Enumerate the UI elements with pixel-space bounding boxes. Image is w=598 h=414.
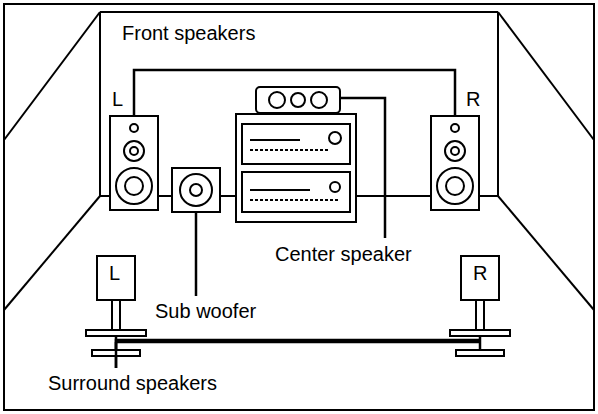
- tweeter: [451, 124, 459, 132]
- knob: [329, 132, 341, 144]
- subwoofer: [172, 168, 220, 212]
- stand-top: [86, 330, 146, 336]
- wall-edge: [497, 12, 499, 196]
- cabinet: [97, 256, 135, 300]
- midrange: [124, 141, 144, 161]
- wall-edge: [4, 196, 100, 310]
- heading-label: Front speakers: [122, 22, 255, 44]
- driver: [180, 174, 212, 206]
- surround-wire-over: [116, 336, 480, 368]
- stand-post: [112, 300, 120, 330]
- front-speaker-right: [431, 116, 479, 210]
- wall-edge: [99, 12, 101, 196]
- woofer: [116, 168, 152, 204]
- wire: [116, 341, 480, 344]
- display: [250, 189, 310, 191]
- cabinet: [461, 256, 499, 300]
- room-walls: [4, 4, 594, 410]
- driver: [291, 93, 305, 107]
- channel-letter: L: [109, 262, 120, 284]
- av-rack: [236, 114, 356, 222]
- driver: [269, 92, 285, 108]
- stand-post: [476, 300, 484, 330]
- cone: [451, 147, 459, 155]
- cabinet: [256, 87, 340, 113]
- cone: [446, 177, 464, 195]
- player: [242, 172, 350, 212]
- wire: [479, 336, 482, 350]
- front-wire: [134, 70, 455, 116]
- driver: [311, 92, 327, 108]
- front-speaker-left: [110, 116, 158, 210]
- rack: [236, 114, 356, 222]
- midrange: [445, 141, 465, 161]
- cone: [130, 147, 138, 155]
- wires: [116, 70, 480, 368]
- display: [250, 139, 300, 141]
- cabinet: [172, 168, 220, 212]
- surround-wire: [116, 340, 480, 368]
- wall-edge: [4, 12, 100, 140]
- knob: [330, 182, 340, 192]
- center-speaker: [256, 87, 340, 113]
- buttons: [250, 149, 330, 151]
- cone: [190, 184, 202, 196]
- part-label: Center speaker: [275, 243, 412, 265]
- wall-edge: [100, 11, 498, 13]
- wire: [115, 336, 118, 350]
- cabinet: [110, 116, 158, 210]
- receiver: [242, 124, 350, 164]
- channel-letter: L: [112, 88, 123, 110]
- part-label: Sub woofer: [155, 300, 256, 322]
- stand-top: [450, 330, 510, 336]
- stand-base: [456, 350, 504, 356]
- frame: [4, 4, 594, 410]
- wall-edge: [498, 196, 594, 310]
- buttons: [250, 199, 340, 201]
- cone: [125, 177, 143, 195]
- tweeter: [130, 124, 138, 132]
- cabinet: [431, 116, 479, 210]
- channel-letter: R: [473, 262, 487, 284]
- wall-edge: [498, 12, 594, 140]
- part-label: Surround speakers: [48, 372, 217, 394]
- channel-letter: R: [466, 88, 480, 110]
- woofer: [437, 168, 473, 204]
